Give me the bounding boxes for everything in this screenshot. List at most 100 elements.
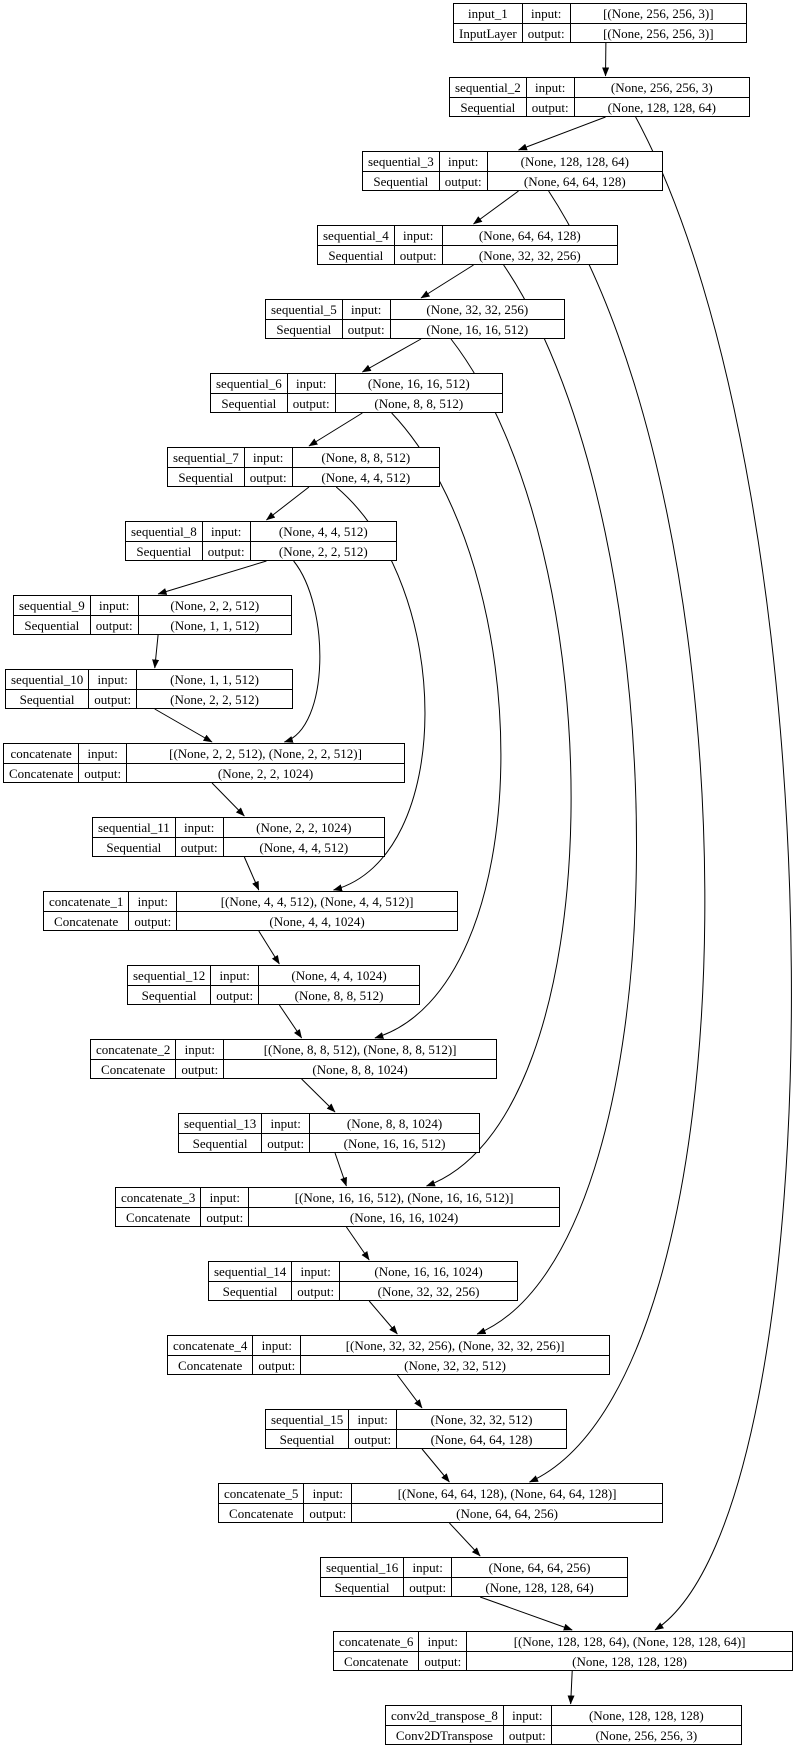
layer-node-concatenate_1: concatenate_1 input: [(None, 4, 4, 512),… [43,891,458,931]
input-label: input: [201,522,250,541]
layer-type: Sequential [14,615,90,635]
layer-type: Sequential [179,1133,262,1153]
layer-node-sequential_10: sequential_10 input: (None, 1, 1, 512) S… [5,669,293,709]
chain-edge-sequential_5-to-sequential_6 [361,338,422,373]
layer-node-sequential_16: sequential_16 input: (None, 64, 64, 256)… [320,1557,628,1597]
layer-name: sequential_8 [131,524,197,539]
chain-edge-sequential_7-to-sequential_8 [266,486,310,521]
layer-node-sequential_15: sequential_15 input: (None, 32, 32, 512)… [265,1409,567,1449]
layer-name: sequential_10 [11,672,84,687]
output-shape: (None, 256, 256, 3) [550,1725,741,1745]
layer-node-concatenate: concatenate input: [(None, 2, 2, 512), (… [3,743,405,783]
layer-type: Sequential [318,245,394,265]
layer-name: sequential_7 [173,450,239,465]
layer-type: Sequential [6,689,89,709]
input-label: input: [89,596,138,615]
output-shape: (None, 2, 2, 512) [136,689,292,709]
chain-edge-concatenate_1-to-sequential_12 [258,930,280,965]
input-shape: (None, 2, 2, 512) [137,596,291,615]
output-label: output: [261,1133,310,1153]
output-label: output: [210,985,259,1005]
input-shape: (None, 128, 128, 128) [550,1706,741,1725]
output-label: output: [89,615,138,635]
output-shape: [(None, 256, 256, 3)] [569,23,746,43]
output-label: output: [291,1281,340,1301]
output-label: output: [201,541,250,561]
chain-edge-concatenate_4-to-sequential_15 [396,1374,423,1409]
output-shape: (None, 32, 32, 256) [339,1281,517,1301]
input-shape: (None, 64, 64, 128) [441,226,617,245]
layer-name: sequential_15 [271,1412,344,1427]
input-label: input: [174,818,223,837]
layer-node-sequential_8: sequential_8 input: (None, 4, 4, 512) Se… [125,521,397,561]
layer-node-sequential_12: sequential_12 input: (None, 4, 4, 1024) … [127,965,420,1005]
layer-name: concatenate_3 [121,1190,196,1205]
layer-node-sequential_5: sequential_5 input: (None, 32, 32, 256) … [265,299,565,339]
chain-edge-sequential_11-to-concatenate_1 [243,856,260,891]
input-shape: (None, 32, 32, 256) [389,300,564,319]
input-shape: (None, 1, 1, 512) [136,670,292,689]
input-label: input: [403,1558,451,1577]
layer-node-concatenate_6: concatenate_6 input: [(None, 128, 128, 6… [333,1631,793,1671]
input-label: input: [286,374,335,393]
layer-name: concatenate_2 [96,1042,171,1057]
input-shape: (None, 16, 16, 512) [334,374,502,393]
chain-edge-sequential_3-to-sequential_4 [473,190,519,225]
input-label: input: [291,1262,339,1281]
chain-edge-concatenate_6-to-conv2d_transpose_8 [567,1670,575,1705]
output-label: output: [286,393,335,413]
input-shape: [(None, 64, 64, 128), (None, 64, 64, 128… [351,1484,662,1503]
input-label: input: [200,1188,248,1207]
layer-name: sequential_16 [326,1560,399,1575]
layer-name: sequential_6 [216,376,282,391]
input-shape: (None, 256, 256, 3) [573,78,749,97]
input-label: input: [438,152,487,171]
output-label: output: [128,911,177,931]
layer-type: Sequential [128,985,211,1005]
layer-name: sequential_4 [323,228,389,243]
skip-edge-sequential_6-to-concatenate_2 [374,412,502,1039]
input-label: input: [252,1336,300,1355]
output-shape: (None, 2, 2, 1024) [126,763,404,783]
layer-type: Sequential [168,467,244,487]
layer-type: Sequential [321,1577,404,1597]
layer-type: Sequential [450,97,526,117]
layer-type: Concatenate [168,1355,253,1375]
output-shape: (None, 16, 16, 512) [309,1133,479,1153]
input-label: input: [521,4,570,23]
output-label: output: [403,1577,452,1597]
input-shape: (None, 8, 8, 1024) [309,1114,479,1133]
layer-node-sequential_2: sequential_2 input: (None, 256, 256, 3) … [449,77,750,117]
chain-edge-sequential_2-to-sequential_3 [518,116,606,151]
output-label: output: [78,763,127,783]
layer-type: Sequential [126,541,202,561]
output-label: output: [418,1651,467,1671]
chain-edge-sequential_12-to-concatenate_2 [278,1004,303,1039]
output-shape: (None, 8, 8, 512) [258,985,419,1005]
output-label: output: [174,837,223,857]
output-label: output: [243,467,292,487]
layer-type: Sequential [266,1429,349,1449]
layer-name: sequential_11 [98,820,170,835]
layer-type: Concatenate [219,1503,304,1523]
output-shape: (None, 8, 8, 512) [334,393,502,413]
layer-node-sequential_13: sequential_13 input: (None, 8, 8, 1024) … [178,1113,480,1153]
input-shape: (None, 64, 64, 256) [451,1558,627,1577]
output-shape: (None, 128, 128, 64) [451,1577,627,1597]
input-label: input: [418,1632,466,1651]
input-label: input: [261,1114,309,1133]
chain-edge-concatenate_5-to-sequential_16 [449,1522,481,1557]
input-shape: (None, 4, 4, 1024) [258,966,419,985]
skip-edge-sequential_3-to-concatenate_5 [529,190,706,1483]
layer-type: Sequential [266,319,342,339]
layer-type: Concatenate [4,763,79,783]
input-label: input: [175,1040,223,1059]
input-shape: (None, 16, 16, 1024) [339,1262,517,1281]
chain-edge-sequential_14-to-concatenate_4 [368,1300,398,1335]
input-label: input: [243,448,292,467]
layer-name: concatenate_6 [339,1634,414,1649]
input-label: input: [525,78,574,97]
chain-edge-concatenate_2-to-sequential_13 [301,1078,336,1113]
input-label: input: [88,670,136,689]
